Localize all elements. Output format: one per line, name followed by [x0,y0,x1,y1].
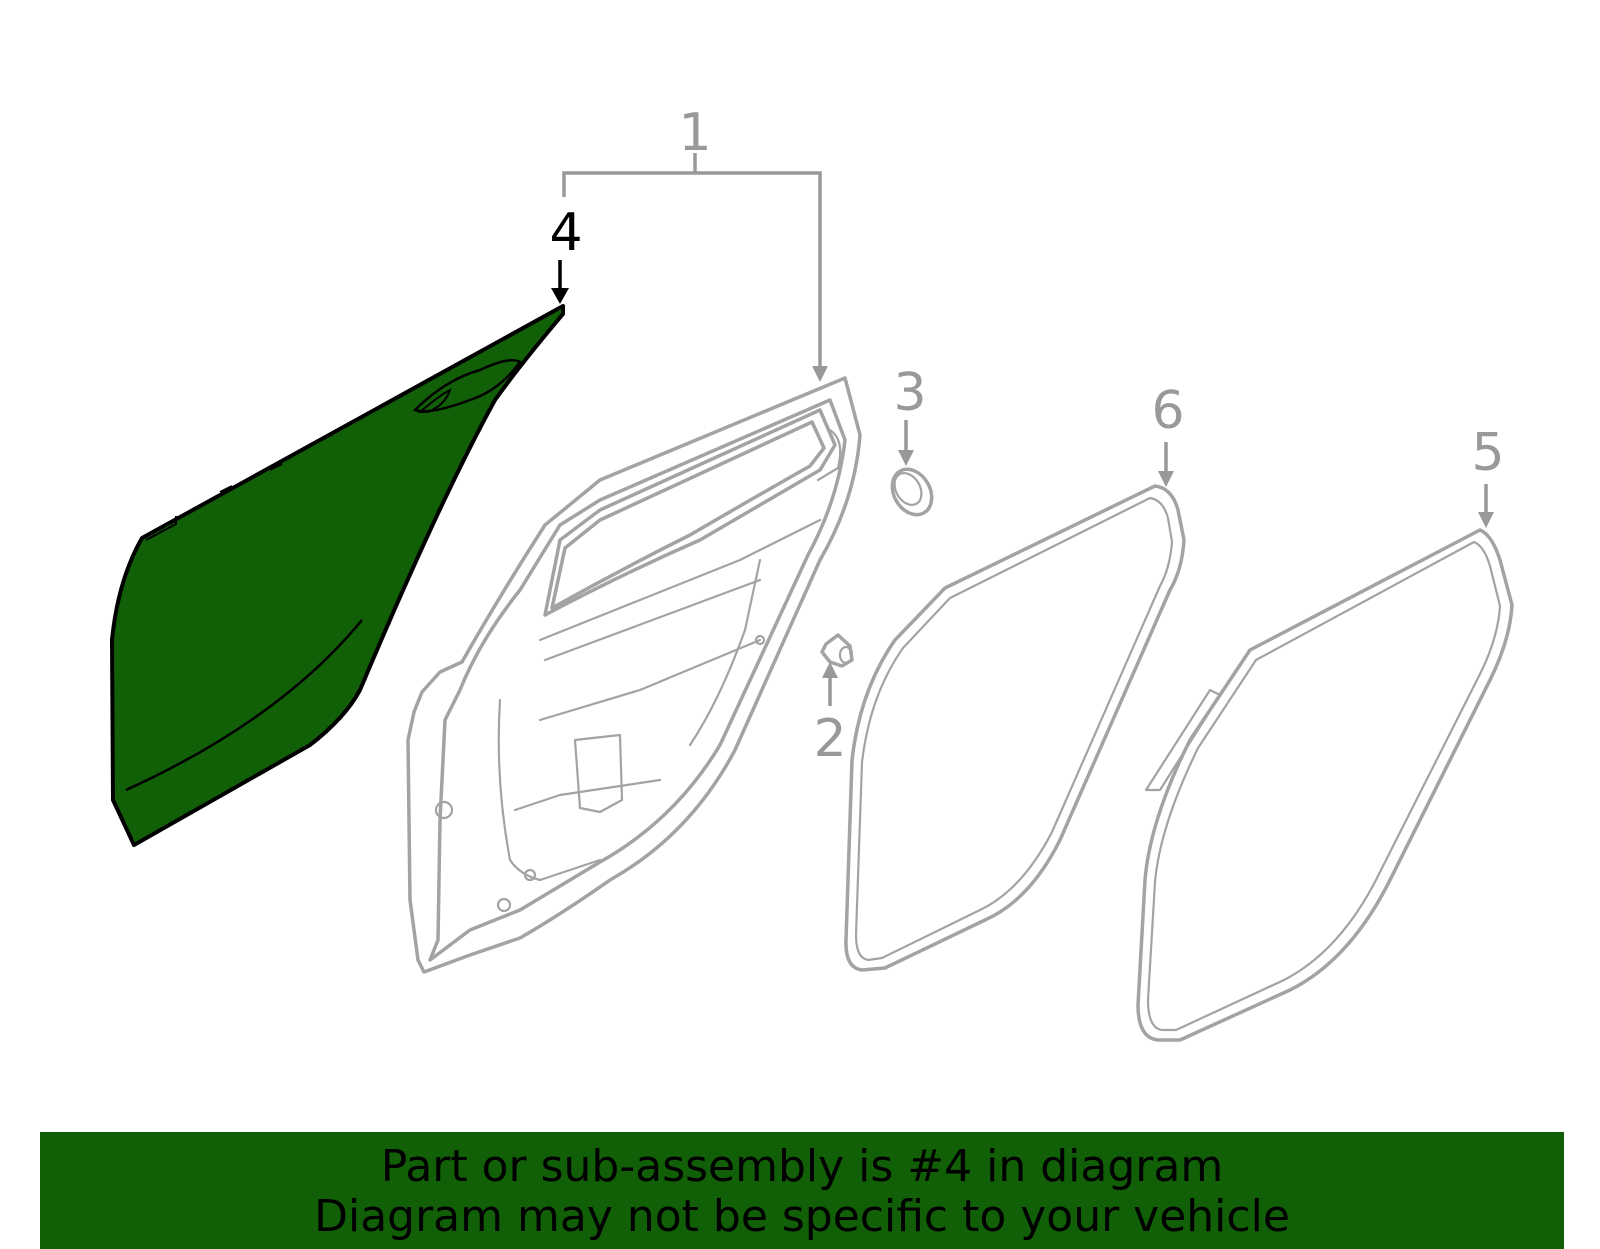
callout-4-leader [551,260,569,304]
part-4-door-outer-panel[interactable] [110,304,565,847]
callout-5-leader [1478,484,1494,528]
part-5-weatherstrip[interactable] [1136,528,1514,1042]
callout-6-leader [1158,442,1174,487]
banner-line-1: Part or sub-assembly is #4 in diagram [380,1141,1224,1192]
part-1-door-inner-frame[interactable] [406,376,862,974]
callout-2-label: 2 [813,709,846,769]
part-3-plug[interactable] [884,462,939,522]
callout-2-leader [822,662,838,706]
callout-1-label: 1 [678,103,711,163]
callout-4-label: 4 [549,203,582,263]
callout-3-leader [898,420,914,466]
callout-3-label: 3 [893,363,926,423]
banner-line-2: Diagram may not be specific to your vehi… [314,1191,1290,1242]
callout-1-bracket [562,153,828,382]
info-banner: Part or sub-assembly is #4 in diagram Di… [40,1132,1564,1249]
part-2-bumper[interactable] [820,633,854,668]
callout-5-label: 5 [1471,423,1504,483]
part-6-weatherstrip[interactable] [844,484,1186,972]
callout-6-label: 6 [1151,381,1184,441]
